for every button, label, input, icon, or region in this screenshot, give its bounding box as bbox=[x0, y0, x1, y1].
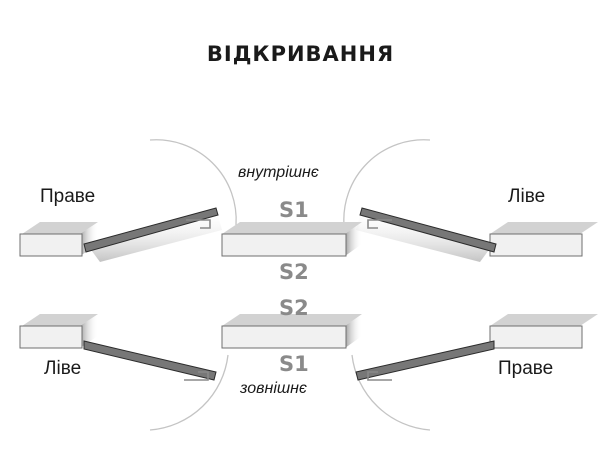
diagram-title: ВІДКРИВАННЯ bbox=[206, 42, 395, 66]
label-bottom-right: Праве bbox=[498, 358, 554, 379]
door-leaf-top-left bbox=[83, 207, 222, 262]
wall-bottom-left bbox=[19, 314, 98, 349]
swing-arc-top-left bbox=[149, 139, 237, 226]
code-bottom-lower: S1 bbox=[279, 352, 309, 376]
swing-arc-bottom-left bbox=[149, 354, 229, 431]
door-leaf-bottom-right bbox=[355, 340, 495, 381]
side-label-bottom: зовнішнє bbox=[240, 380, 307, 397]
swing-arc-bottom-right bbox=[351, 354, 431, 431]
hinge-bottom-right bbox=[367, 371, 392, 381]
wall-top-right bbox=[489, 222, 598, 257]
code-bottom-upper: S2 bbox=[279, 296, 309, 320]
wall-bottom-center bbox=[221, 314, 362, 349]
code-top-upper: S1 bbox=[279, 198, 309, 222]
label-top-left: Праве bbox=[40, 186, 96, 207]
door-leaf-bottom-left bbox=[83, 340, 217, 381]
swing-arc-top-right bbox=[343, 139, 431, 226]
label-bottom-left: Ліве bbox=[44, 358, 82, 379]
hinge-top-right bbox=[367, 219, 392, 229]
hinge-top-left bbox=[186, 219, 211, 229]
wall-bottom-right bbox=[489, 314, 598, 349]
code-top-lower: S2 bbox=[279, 260, 309, 284]
wall-top-center bbox=[221, 222, 362, 257]
label-top-right: Ліве bbox=[508, 186, 546, 207]
hinge-bottom-left bbox=[184, 371, 209, 381]
door-leaf-top-right bbox=[356, 207, 497, 262]
side-label-top: внутрішнє bbox=[238, 164, 319, 181]
